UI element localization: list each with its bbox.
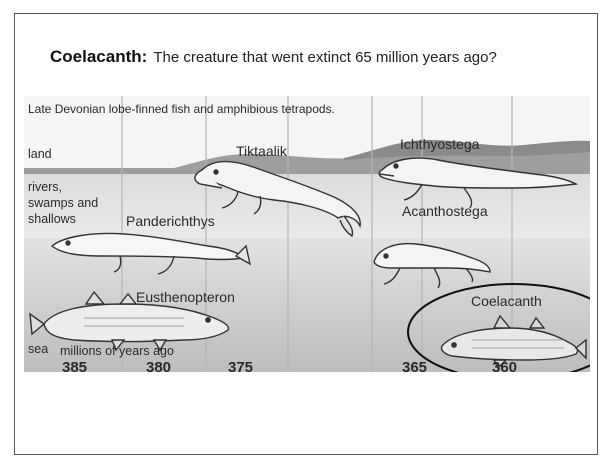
slide-title: Coelacanth: The creature that went extinc… <box>50 47 497 67</box>
label-coelacanth: Coelacanth <box>471 293 542 309</box>
tick-385: 385 <box>62 359 87 372</box>
tick-365: 365 <box>402 359 427 372</box>
label-acanthostega: Acanthostega <box>402 203 488 219</box>
label-eusthenopteron: Eusthenopteron <box>136 289 235 305</box>
evolution-illustration: Late Devonian lobe-finned fish and amphi… <box>24 96 590 372</box>
tick-360: 360 <box>492 359 517 372</box>
zone-label-rivers: rivers, <box>28 180 62 194</box>
title-separator: : <box>142 47 148 66</box>
title-question: The creature that went extinct 65 millio… <box>153 49 497 66</box>
label-tiktaalik: Tiktaalik <box>236 143 288 159</box>
zone-label-shallows: shallows <box>28 212 76 226</box>
evolution-figure: Late Devonian lobe-finned fish and amphi… <box>24 96 590 372</box>
figure-caption: Late Devonian lobe-finned fish and amphi… <box>28 102 335 116</box>
zone-label-swamps: swamps and <box>28 196 98 210</box>
zone-label-sea: sea <box>28 342 48 356</box>
label-panderichthys: Panderichthys <box>126 213 215 229</box>
tick-380: 380 <box>146 359 171 372</box>
axis-label: millions of years ago <box>60 344 174 358</box>
title-term: Coelacanth <box>50 47 142 66</box>
tick-375: 375 <box>228 359 253 372</box>
label-ichthyostega: Ichthyostega <box>400 136 480 152</box>
zone-label-land: land <box>28 147 52 161</box>
